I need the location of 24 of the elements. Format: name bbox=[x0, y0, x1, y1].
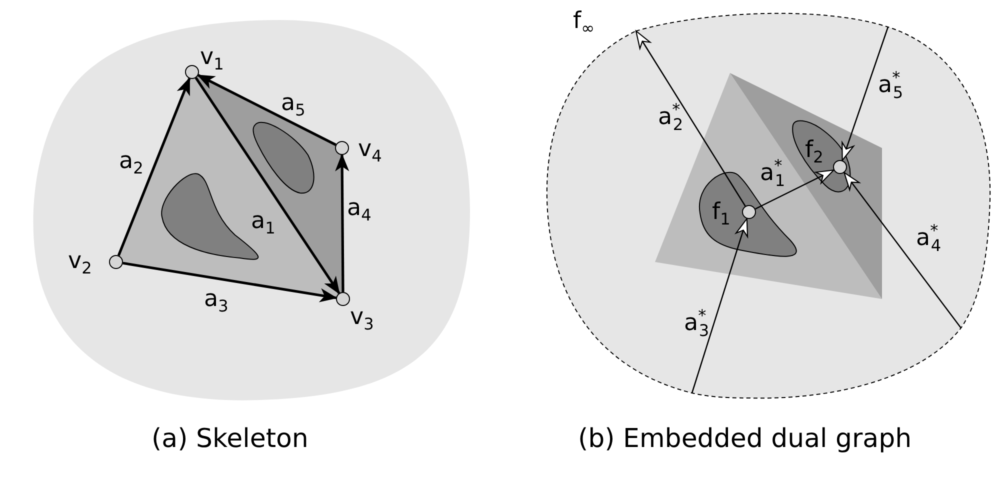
face-label: f$_{2}$ bbox=[805, 137, 824, 163]
arrow bbox=[336, 154, 349, 292]
arrow bbox=[635, 30, 746, 206]
face-label: f$_{∞}$ bbox=[573, 8, 595, 34]
vertex-label: v$_{1}$ bbox=[200, 44, 224, 70]
vertex-label: v$_{3}$ bbox=[350, 304, 374, 330]
panel-caption: (b) Embedded dual graph bbox=[578, 424, 912, 454]
edge-label: a$_{5}$ bbox=[281, 90, 306, 116]
edge-label: a$_{3}$ bbox=[204, 286, 228, 312]
arrow bbox=[842, 26, 889, 161]
panel-caption: (a) Skeleton bbox=[152, 424, 308, 454]
vertex-label: v$_{4}$ bbox=[358, 136, 382, 162]
arrow bbox=[844, 172, 962, 328]
arrow bbox=[198, 74, 336, 146]
face-label: f$_{1}$ bbox=[712, 199, 730, 225]
vertex-label: v$_{2}$ bbox=[68, 248, 92, 274]
edge-label: a$_{1}$ bbox=[251, 208, 276, 234]
arrow bbox=[691, 218, 748, 394]
arrow bbox=[194, 77, 340, 294]
arrow bbox=[755, 170, 834, 210]
arrow bbox=[117, 78, 191, 256]
arrow bbox=[122, 262, 337, 302]
edge-label: a$_{2}$ bbox=[119, 148, 144, 174]
edge-label: a$_{4}$ bbox=[347, 195, 372, 221]
